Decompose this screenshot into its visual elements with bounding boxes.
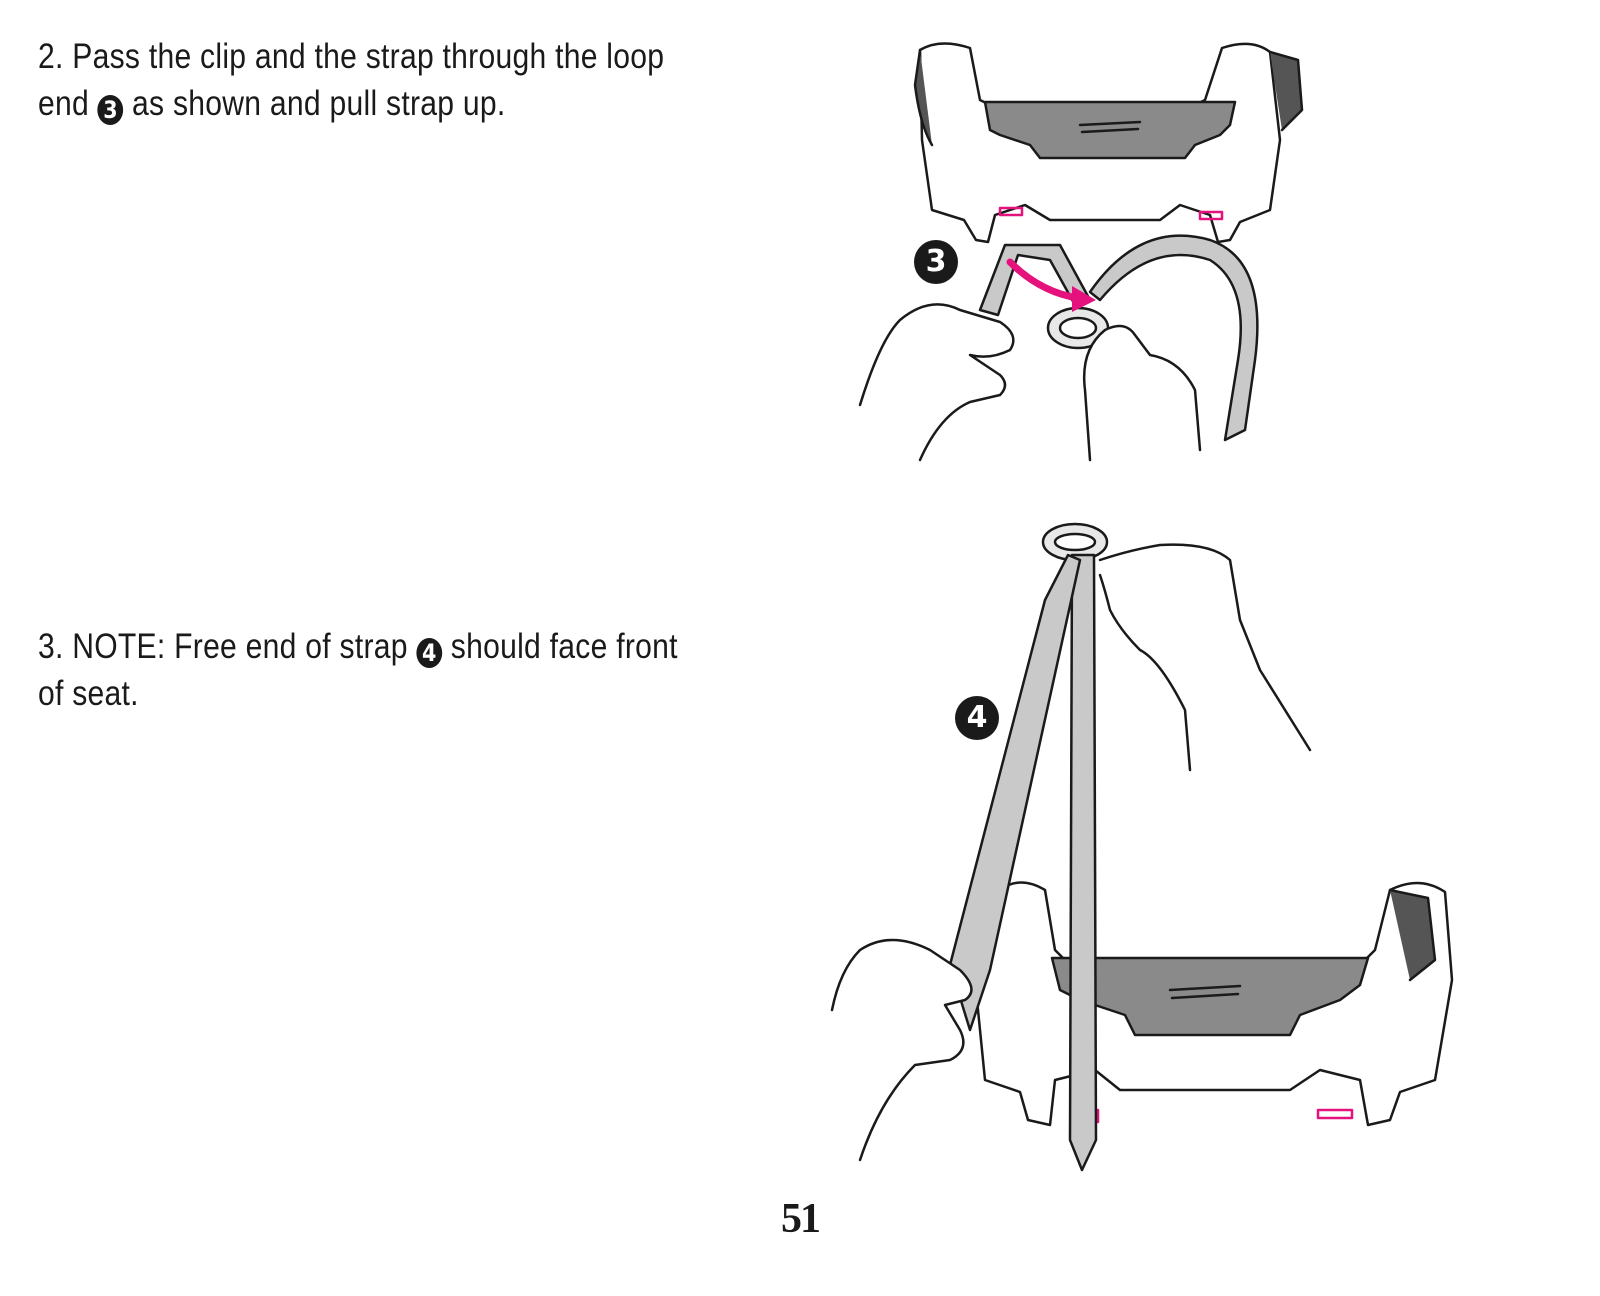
page-number: 51 (781, 1196, 821, 1242)
step-3-number: 3. (38, 627, 64, 666)
callout-4-inline-icon: 4 (416, 638, 443, 668)
step-2-text-after: as shown and pull strap up. (132, 84, 506, 123)
pink-marker-left (998, 206, 1024, 217)
left-hand-bottom-shape (830, 938, 973, 1162)
callout-3-inline-icon: 3 (97, 95, 124, 125)
callout-4-icon: 4 (955, 696, 999, 740)
threading-clip-illustration (858, 42, 1304, 462)
pink-marker-right (1198, 210, 1224, 221)
step-2-text-before: Pass the clip and the strap through the … (38, 37, 665, 123)
step-2-number: 2. (38, 37, 64, 76)
strap-orientation-illustration (830, 522, 1454, 1172)
left-hand-shape (858, 303, 1015, 462)
step-3-text-after: should face front of seat. (38, 627, 678, 713)
callout-3-icon: 3 (914, 240, 958, 284)
step-2-instruction: 2. Pass the clip and the strap through t… (38, 33, 692, 127)
step-3-text-before: NOTE: Free end of strap (72, 627, 408, 666)
pink-marker-bottom-right (1316, 1108, 1354, 1120)
right-hand-top-shape (1098, 543, 1312, 772)
direction-arrow-icon (1006, 258, 1082, 302)
right-hand-shape (1083, 324, 1202, 462)
free-strap-end-shape (948, 553, 1082, 1032)
step-3-instruction: 3. NOTE: Free end of strap 4 should face… (38, 623, 692, 717)
vertical-strap-shape (1068, 553, 1098, 1172)
strap-tail-shape (1088, 234, 1259, 442)
